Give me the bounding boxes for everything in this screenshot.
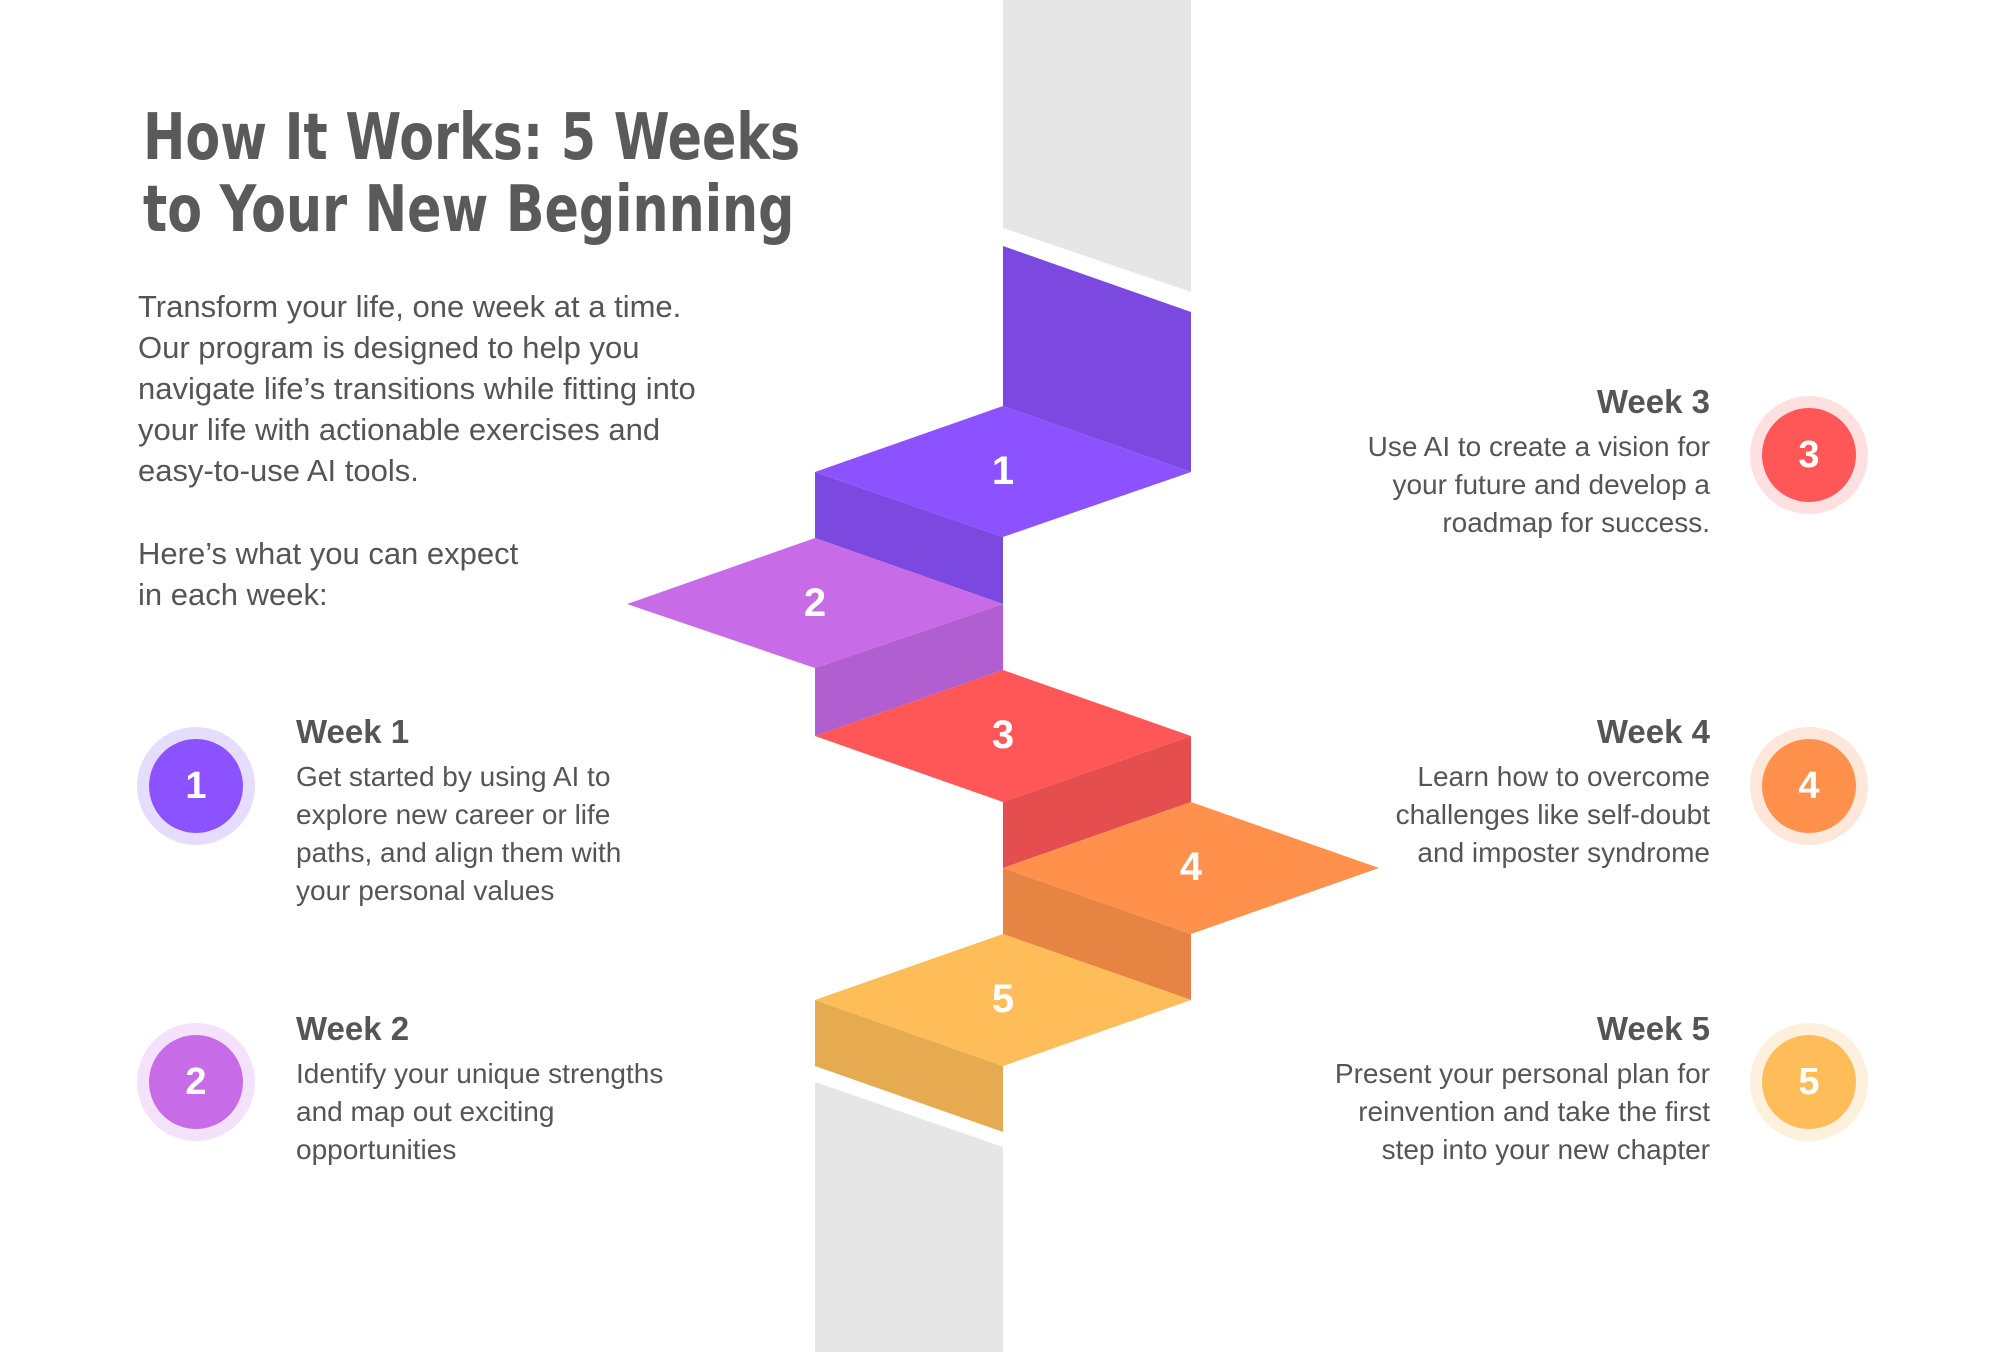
week-2-block: Week 2 Identify your unique strengths an…: [296, 1009, 756, 1169]
week-5-badge: 5: [1750, 1023, 1868, 1141]
step-3-number: 3: [992, 713, 1014, 757]
page-title: How It Works: 5 Weeks to Your New Beginn…: [143, 101, 801, 247]
step-2-tread: [627, 538, 1003, 668]
week-4-desc: Learn how to overcome challenges like se…: [1395, 761, 1710, 868]
week-4-badge-number: 4: [1762, 739, 1856, 833]
week-2-title: Week 2: [296, 1010, 410, 1047]
step-1-tread: [815, 406, 1191, 537]
week-3-badge: 3: [1750, 396, 1868, 514]
week-4-title: Week 4: [1596, 713, 1710, 750]
week-5-block: Week 5 Present your personal plan for re…: [1210, 1009, 1710, 1169]
expect-text: Here’s what you can expect in each week:: [138, 536, 519, 612]
bottom-gray-bar: [815, 1082, 1003, 1352]
step-5-front: [815, 1000, 1003, 1132]
week-5-title: Week 5: [1596, 1010, 1710, 1047]
step-2-front: [815, 604, 1003, 736]
week-3-badge-number: 3: [1762, 408, 1856, 502]
week-2-desc: Identify your unique strengths and map o…: [296, 1058, 664, 1165]
week-1-badge-number: 1: [149, 739, 243, 833]
step-3-front: [1003, 736, 1191, 868]
week-3-desc: Use AI to create a vision for your futur…: [1367, 431, 1710, 538]
week-1-badge: 1: [137, 727, 255, 845]
intro-text: Transform your life, one week at a time.…: [138, 289, 696, 488]
step-3-tread: [815, 670, 1191, 802]
step-5-tread: [815, 934, 1191, 1066]
week-1-desc: Get started by using AI to explore new c…: [296, 761, 622, 906]
step-4-front: [1003, 868, 1191, 1000]
week-5-badge-number: 5: [1762, 1035, 1856, 1129]
step-1-number: 1: [992, 449, 1014, 493]
step-4-tread: [1003, 802, 1379, 934]
week-1-title: Week 1: [296, 713, 410, 750]
week-3-title: Week 3: [1596, 383, 1710, 420]
step-4-number: 4: [1180, 845, 1203, 889]
week-2-badge-number: 2: [149, 1035, 243, 1129]
week-4-badge: 4: [1750, 727, 1868, 845]
week-1-block: Week 1 Get started by using AI to explor…: [296, 712, 756, 910]
step-1-front: [815, 472, 1003, 604]
step-2-number: 2: [804, 581, 826, 625]
week-2-badge: 2: [137, 1023, 255, 1141]
step-1-riser: [1003, 246, 1191, 472]
week-5-desc: Present your personal plan for reinventi…: [1334, 1058, 1710, 1165]
week-3-block: Week 3 Use AI to create a vision for you…: [1210, 382, 1710, 542]
step-5-number: 5: [992, 977, 1014, 1021]
top-gray-bar: [1003, 0, 1191, 292]
week-4-block: Week 4 Learn how to overcome challenges …: [1210, 712, 1710, 872]
